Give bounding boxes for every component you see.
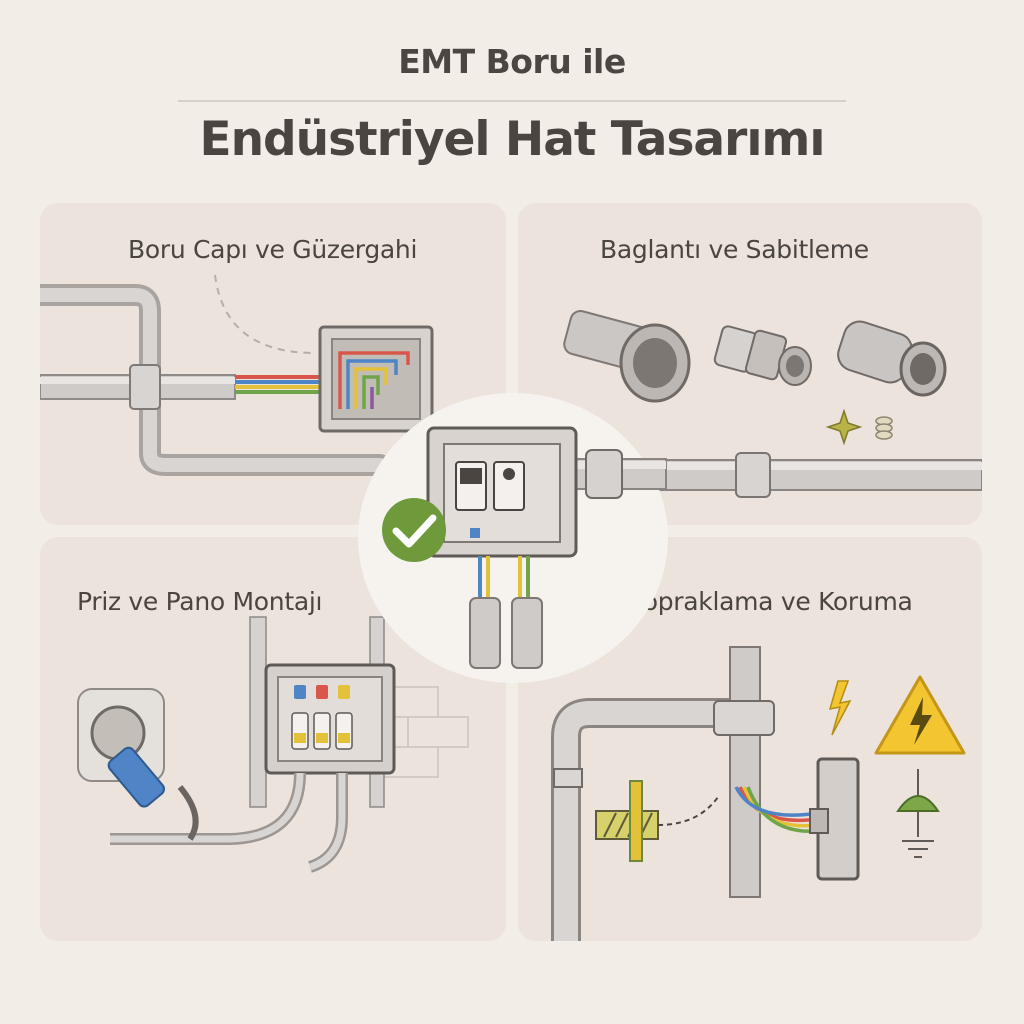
panel-label: Topraklama ve Koruma bbox=[632, 587, 913, 616]
warning-triangle-icon bbox=[874, 675, 966, 755]
panel-label: Boru Capı ve Güzergahi bbox=[128, 235, 418, 264]
sparkle-icon bbox=[825, 408, 863, 446]
panel-label: Baglantı ve Sabitleme bbox=[600, 235, 869, 264]
spring-icon bbox=[875, 416, 893, 440]
subtitle: EMT Boru ile bbox=[398, 42, 626, 81]
lightning-icon bbox=[828, 680, 852, 736]
page-title: Endüstriyel Hat Tasarımı bbox=[199, 112, 825, 167]
panel-pipe-diameter-route: Boru Capı ve Güzergahi bbox=[40, 203, 506, 525]
ground-symbol-icon bbox=[896, 769, 940, 858]
panel-label: Priz ve Pano Montajı bbox=[77, 587, 323, 616]
center-hub bbox=[358, 393, 668, 683]
panel-grounding-protection: Topraklama ve Koruma bbox=[518, 537, 982, 941]
outlet-panel-illustration bbox=[77, 616, 469, 873]
pipe-route-illustration bbox=[40, 274, 434, 476]
title-divider bbox=[178, 100, 846, 102]
grounding-illustration bbox=[551, 646, 966, 941]
